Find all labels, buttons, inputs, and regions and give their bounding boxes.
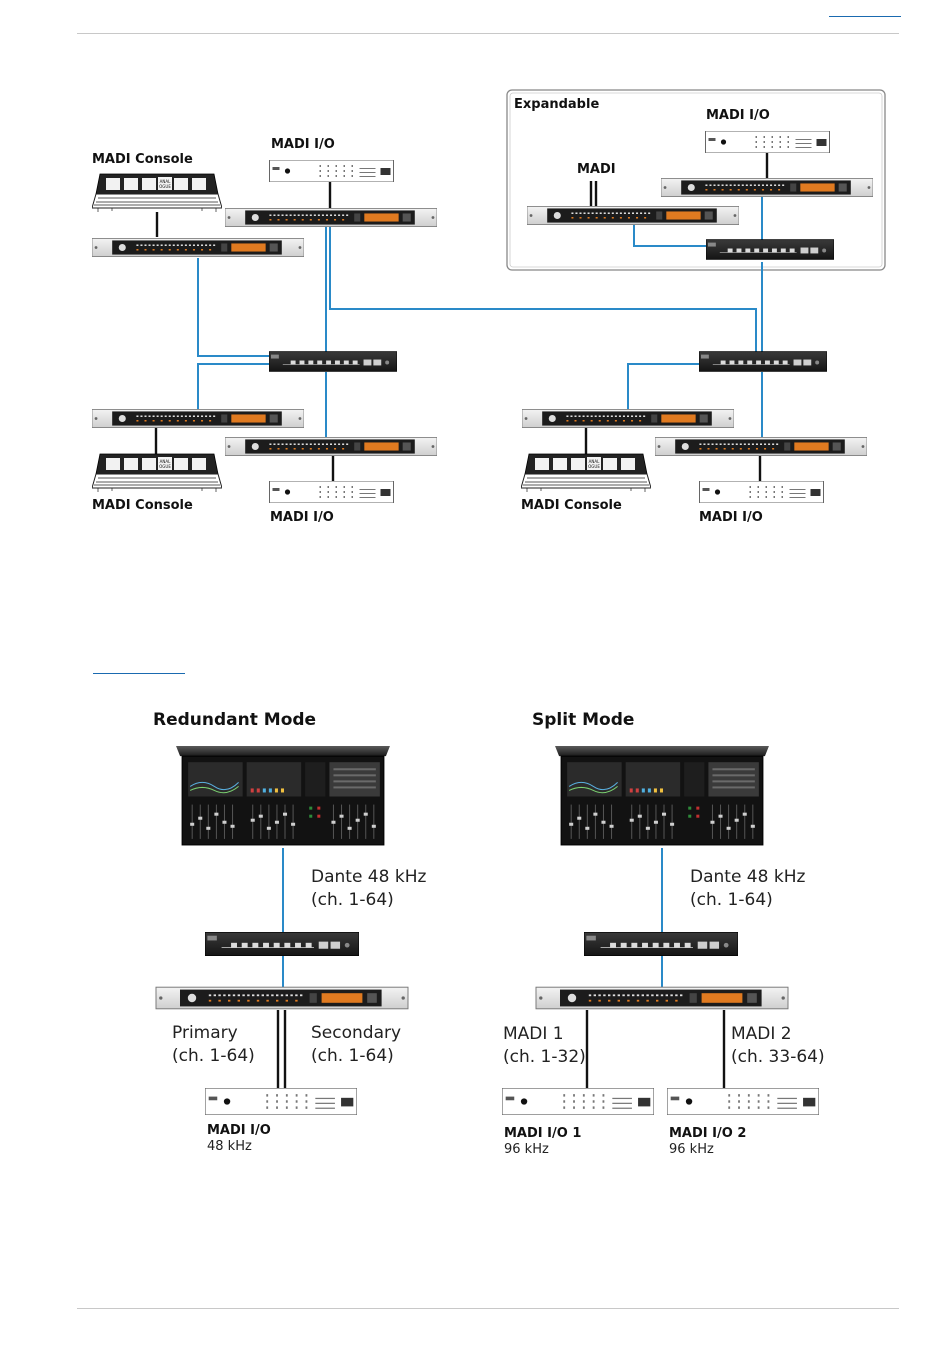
split-dante-line2: (ch. 1-64) (690, 890, 773, 910)
redundant-dante-line2: (ch. 1-64) (311, 890, 394, 910)
madi-io-bottom-right (699, 481, 824, 503)
split-madi1-line2: (ch. 1-32) (503, 1047, 586, 1067)
split-mode-title: Split Mode (532, 710, 634, 730)
madi-io-label-bottom-right: MADI I/O (699, 510, 763, 525)
redundant-io-rate: 48 kHz (207, 1139, 252, 1154)
madi-io-top-center (269, 160, 394, 182)
redundant-dante-line1: Dante 48 kHz (311, 867, 426, 887)
redundant-primary-line2: (ch. 1-64) (172, 1046, 255, 1066)
madi-io-label-expandable: MADI I/O (706, 108, 770, 123)
madi-cables-split (585, 1010, 726, 1088)
section-accent-rule (93, 673, 185, 674)
footer-rule (77, 1308, 899, 1309)
bridge-device-bottom-left (92, 408, 304, 429)
split-io1-rate: 96 kHz (504, 1142, 549, 1157)
madi-cables-redundant (276, 1010, 287, 1088)
split-io2-rate: 96 kHz (669, 1142, 714, 1157)
bridge-device-expandable-left (527, 205, 739, 226)
network-switch-expandable (706, 239, 834, 260)
bridge-device-bottom-center (225, 436, 437, 457)
madi-label: MADI (577, 162, 616, 177)
redundant-io-label: MADI I/O (207, 1123, 271, 1138)
madi-console-label-top-left: MADI Console (92, 152, 193, 167)
madi-cables-top (154, 152, 769, 481)
digital-console-redundant (175, 745, 391, 846)
redundant-secondary-line1: Secondary (311, 1023, 401, 1043)
bridge-device-top-left (92, 237, 304, 258)
split-madi1-line1: MADI 1 (503, 1024, 564, 1044)
expandable-region-frame (506, 89, 886, 271)
madi-console-top-left (92, 173, 222, 212)
bridge-device-top-center (225, 207, 437, 228)
bridge-device-split (535, 986, 789, 1010)
split-madi2-line1: MADI 2 (731, 1024, 792, 1044)
madi-console-label-bottom-right: MADI Console (521, 498, 622, 513)
header-rule (77, 33, 899, 34)
expandable-title: Expandable (514, 97, 599, 112)
redundant-primary-line1: Primary (172, 1023, 238, 1043)
network-switch-split (584, 932, 738, 956)
madi-io-label-top-center: MADI I/O (271, 137, 335, 152)
header-accent-rule (829, 16, 901, 17)
bridge-device-bottom-right (522, 408, 734, 429)
bridge-device-bottom-far-right (655, 436, 867, 457)
redundant-mode-title: Redundant Mode (153, 710, 316, 730)
madi-io-2-split (667, 1088, 819, 1115)
madi-io-expandable (705, 131, 830, 153)
madi-io-1-split (502, 1088, 654, 1115)
split-io1-label: MADI I/O 1 (504, 1126, 581, 1141)
network-switch-left (269, 351, 397, 372)
digital-console-split (554, 745, 770, 846)
redundant-secondary-line2: (ch. 1-64) (311, 1046, 394, 1066)
split-dante-line1: Dante 48 kHz (690, 867, 805, 887)
network-switch-right (699, 351, 827, 372)
madi-io-redundant (205, 1088, 357, 1115)
split-io2-label: MADI I/O 2 (669, 1126, 746, 1141)
madi-io-label-bottom-center: MADI I/O (270, 510, 334, 525)
madi-console-label-bottom-left: MADI Console (92, 498, 193, 513)
split-madi2-line2: (ch. 33-64) (731, 1047, 825, 1067)
network-cables-top (197, 196, 763, 439)
madi-io-bottom-center (269, 481, 394, 503)
bridge-device-redundant (155, 986, 409, 1010)
network-switch-redundant (205, 932, 359, 956)
madi-console-bottom-left (92, 453, 222, 492)
bridge-device-expandable-right (661, 177, 873, 198)
madi-console-bottom-right (521, 453, 651, 492)
